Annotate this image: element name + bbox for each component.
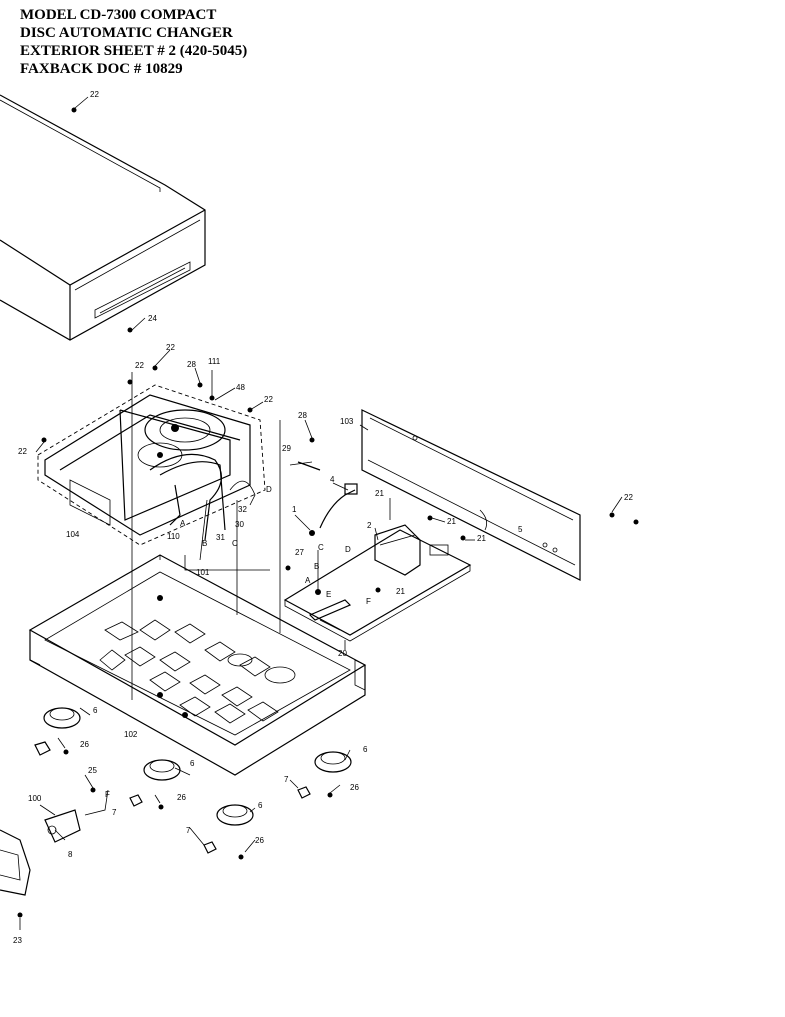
callout: C [232, 539, 238, 548]
loader-mechanism [37, 384, 266, 546]
top-cover [0, 94, 206, 341]
callout: E [326, 590, 331, 599]
callout: D [266, 485, 272, 494]
callout: 28 [187, 360, 196, 369]
callout: 25 [88, 766, 97, 775]
callout: 102 [124, 730, 138, 739]
callout: 21 [447, 517, 456, 526]
callout: D [345, 545, 351, 554]
callout: A [305, 576, 311, 585]
leader-lines [19, 96, 623, 930]
callout: 22 [90, 90, 99, 99]
callout: 6 [93, 706, 98, 715]
callout: 30 [235, 520, 244, 529]
callout: 103 [340, 417, 354, 426]
callout: 20 [338, 649, 347, 658]
callout: 24 [148, 314, 157, 323]
screws [17, 107, 639, 918]
callout: 101 [196, 568, 210, 577]
callout: B [202, 539, 207, 548]
callout: 26 [350, 783, 359, 792]
callout: 22 [18, 447, 27, 456]
callout: F [366, 597, 371, 606]
callout: 23 [13, 936, 22, 945]
diagram-header: MODEL CD-7300 COMPACT DISC AUTOMATIC CHA… [20, 6, 247, 78]
callout: 100 [28, 794, 42, 803]
callout: 6 [258, 801, 263, 810]
callout: 5 [518, 525, 523, 534]
callout: C [318, 543, 324, 552]
header-doc: FAXBACK DOC # 10829 [20, 61, 183, 77]
header-sheet: EXTERIOR SHEET # 2 (420-5045) [20, 43, 248, 59]
feet [34, 707, 352, 854]
callout: 104 [66, 530, 80, 539]
header-description: DISC AUTOMATIC CHANGER [20, 25, 233, 41]
callout: 8 [68, 850, 73, 859]
callout: 6 [363, 745, 368, 754]
callout: 6 [190, 759, 195, 768]
callout: 32 [238, 505, 247, 514]
callout: A [180, 519, 186, 528]
callout-labels: 22 24 22 22 28 111 48 22 22 103 28 29 4 … [13, 90, 633, 945]
wire-harness [297, 461, 358, 529]
callout: 111 [208, 357, 221, 366]
chassis-base [28, 554, 367, 776]
callout: 7 [284, 775, 289, 784]
callout: 31 [216, 533, 225, 542]
callout: 22 [264, 395, 273, 404]
callout: 21 [477, 534, 486, 543]
callout: 28 [298, 411, 307, 420]
header-model: MODEL CD-7300 COMPACT [20, 7, 217, 23]
callout: 2 [367, 521, 372, 530]
callout: 7 [112, 808, 117, 817]
callout: B [314, 562, 319, 571]
front-panel-fragment [0, 809, 81, 896]
callout: 27 [295, 548, 304, 557]
callout: 26 [255, 836, 264, 845]
pc-board [283, 524, 472, 642]
callout: 48 [236, 383, 245, 392]
callout: 22 [624, 493, 633, 502]
callout: 26 [80, 740, 89, 749]
callout: 110 [167, 532, 180, 541]
callout: 21 [396, 587, 405, 596]
callout: 26 [177, 793, 186, 802]
callout: 22 [166, 343, 175, 352]
callout: 4 [330, 475, 335, 484]
callout: 22 [135, 361, 144, 370]
callout: 7 [186, 826, 191, 835]
callout: 29 [282, 444, 291, 453]
callout: 1 [292, 505, 297, 514]
callout: 21 [375, 489, 384, 498]
callout: F [105, 790, 110, 799]
rear-panel [361, 409, 581, 581]
